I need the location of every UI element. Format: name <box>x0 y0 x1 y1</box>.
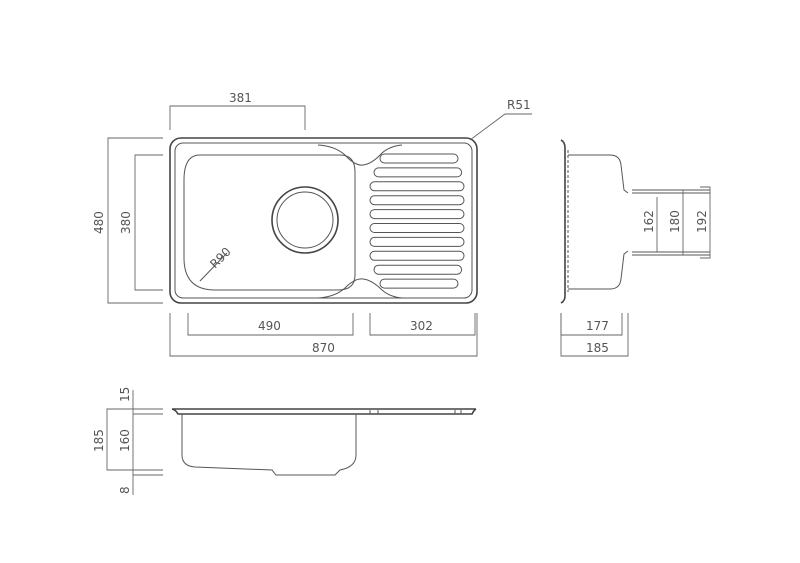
dim-192-label: 192 <box>695 210 709 233</box>
dim-185-side-line <box>560 313 629 357</box>
front-dim-extensions <box>133 408 163 476</box>
drainer-groove <box>369 250 465 261</box>
dim-490-label: 490 <box>258 319 281 333</box>
side-bowl-lower <box>568 250 629 290</box>
drainer-groove <box>379 153 459 164</box>
drainer-groove <box>373 167 463 178</box>
dim-302-line <box>369 313 476 336</box>
top-view: R90 R51 381 480 380 490 302 870 <box>92 91 532 357</box>
dim-180-label: 180 <box>668 210 682 233</box>
dim-8-label: 8 <box>118 486 132 494</box>
sink-outer-outline <box>169 137 478 304</box>
r51-label: R51 <box>507 98 531 112</box>
drainer-groove <box>369 223 465 233</box>
drain-inner <box>276 191 334 249</box>
drainer-groove <box>369 236 465 247</box>
drainer-groove <box>379 278 459 289</box>
drainer-groove <box>369 195 465 206</box>
front-bowl <box>181 414 357 476</box>
drainer-grooves <box>369 153 465 289</box>
dim-480-label: 480 <box>92 211 106 234</box>
r90-leader <box>199 252 228 282</box>
dim-302-label: 302 <box>410 319 433 333</box>
dim-870-label: 870 <box>312 341 335 355</box>
dim-185-front-line <box>106 408 133 471</box>
dim-177-label: 177 <box>586 319 609 333</box>
dim-380-label: 380 <box>119 211 133 234</box>
sink-rim <box>174 142 473 299</box>
dim-15-label: 15 <box>118 387 132 402</box>
side-drain <box>632 189 710 256</box>
r51-leader <box>469 113 532 141</box>
dim-160-label: 160 <box>118 429 132 452</box>
drain-outer <box>271 186 339 254</box>
drainer-groove <box>369 181 465 192</box>
side-flange <box>560 139 566 304</box>
dim-162-label: 162 <box>642 210 656 233</box>
dim-480-line <box>107 137 163 304</box>
dim-185-front-label: 185 <box>92 429 106 452</box>
bottom-fillet <box>317 278 403 299</box>
bowl-outline <box>183 154 356 291</box>
dim-490-line <box>187 313 354 336</box>
front-deck-marks <box>369 410 462 414</box>
top-fillet <box>317 144 403 166</box>
dim-381-line <box>169 105 306 130</box>
side-bowl-upper <box>568 154 629 194</box>
r90-label: R90 <box>207 245 234 272</box>
side-view: 162 180 192 177 185 <box>560 139 711 357</box>
front-view: 15 160 185 8 <box>92 387 477 495</box>
drainer-groove <box>373 264 463 275</box>
drainer-groove <box>369 209 465 220</box>
dim-192-line <box>700 186 711 259</box>
dim-380-line <box>134 154 163 291</box>
dim-381-label: 381 <box>229 91 252 105</box>
dim-870-line <box>169 313 478 357</box>
dim-185-side-label: 185 <box>586 341 609 355</box>
front-deck <box>171 408 477 415</box>
